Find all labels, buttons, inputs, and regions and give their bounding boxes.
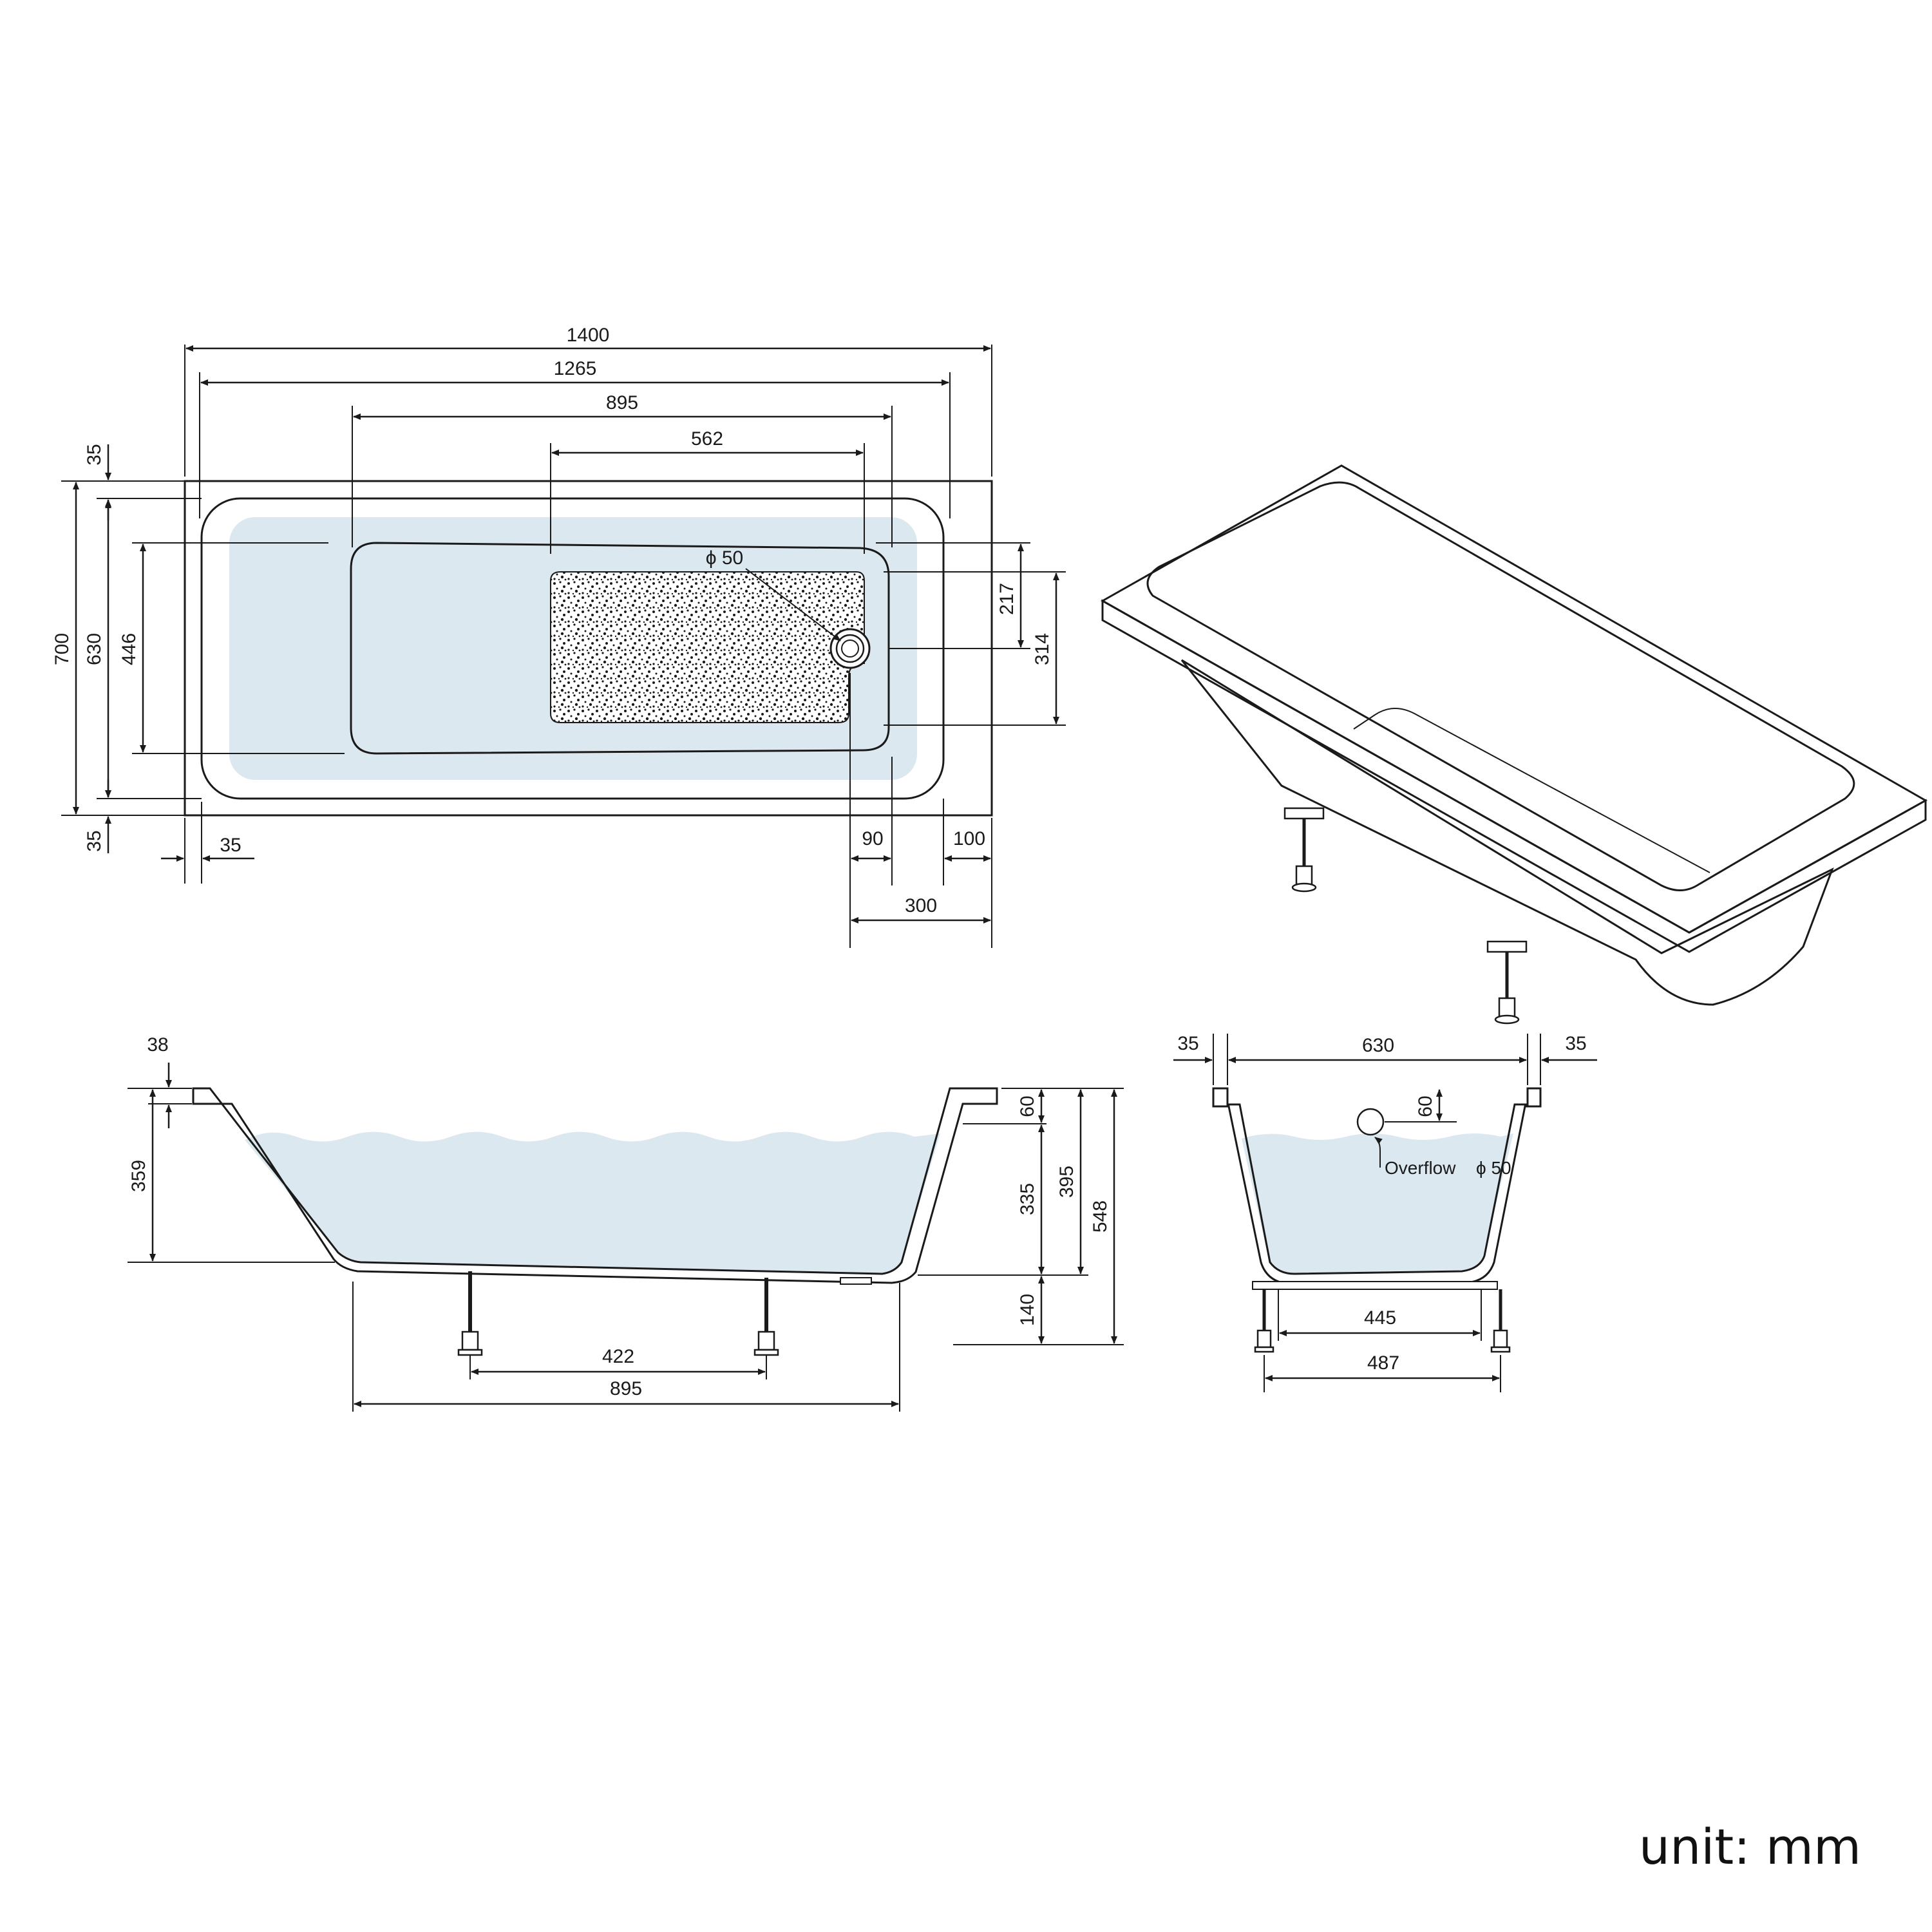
dim-end-leg-spacing: 487 bbox=[1367, 1352, 1399, 1374]
dim-rim-top: 35 bbox=[84, 444, 105, 465]
overflow-diameter: ϕ 50 bbox=[1476, 1158, 1511, 1178]
dim-floor-width: 446 bbox=[118, 633, 140, 665]
side-section: 359 38 60 335 140 395 548 422 895 bbox=[128, 1034, 1124, 1412]
end-tub-body bbox=[1212, 1087, 1542, 1285]
dim-end-overflow-from-top: 60 bbox=[1415, 1095, 1436, 1117]
iso-floor bbox=[1353, 708, 1710, 873]
dim-floor-length: 895 bbox=[606, 392, 638, 413]
overflow-label: Overflow bbox=[1385, 1158, 1456, 1178]
dim-end-floor-width: 445 bbox=[1364, 1307, 1396, 1329]
dim-rim-bottom: 35 bbox=[84, 830, 105, 851]
dim-inner-depth-left: 359 bbox=[128, 1160, 149, 1192]
dim-drain-to-end: 300 bbox=[905, 895, 937, 916]
iso-tub-body bbox=[1180, 659, 1834, 1006]
dim-side-floor-length: 895 bbox=[610, 1378, 642, 1399]
side-leg-left-icon bbox=[457, 1271, 483, 1356]
unit-label: unit: mm bbox=[1639, 1818, 1861, 1875]
side-tub-body bbox=[192, 1087, 998, 1284]
drain-diameter-label: ϕ 50 bbox=[706, 547, 744, 569]
end-frame-rail bbox=[1252, 1281, 1498, 1290]
iso-rim-front bbox=[1101, 599, 1927, 953]
dim-end-rim-left: 35 bbox=[1177, 1033, 1198, 1054]
dim-leg-height: 140 bbox=[1017, 1294, 1038, 1326]
dim-floor-to-rim-end: 90 bbox=[862, 828, 883, 849]
end-section: Overflow ϕ 50 630 35 35 60 bbox=[1173, 1033, 1597, 1392]
dim-overall-height: 548 bbox=[1090, 1200, 1111, 1233]
dim-overflow-from-top: 60 bbox=[1017, 1095, 1038, 1117]
dim-inner-depth: 395 bbox=[1056, 1166, 1077, 1198]
dim-overall-length: 1400 bbox=[567, 325, 610, 346]
dim-drain-offset-b: 314 bbox=[1032, 633, 1053, 665]
dim-rim-thickness: 38 bbox=[147, 1034, 168, 1056]
dim-drain-offset-a: 217 bbox=[996, 583, 1018, 615]
iso-leg-left-icon bbox=[1283, 807, 1325, 893]
dim-leg-spacing: 422 bbox=[602, 1346, 634, 1367]
iso-inner-opening bbox=[1146, 481, 1855, 891]
dim-inner-width: 630 bbox=[84, 633, 105, 665]
dim-textured-length: 562 bbox=[691, 428, 723, 450]
dim-rim-left: 35 bbox=[220, 835, 241, 856]
end-leg-right-icon bbox=[1490, 1289, 1511, 1353]
plan-textured-area bbox=[550, 571, 865, 723]
dim-overall-width: 700 bbox=[52, 633, 73, 665]
plan-floor bbox=[350, 542, 890, 755]
end-leg-left-icon bbox=[1254, 1289, 1274, 1353]
dim-end-inner-width: 630 bbox=[1362, 1035, 1394, 1056]
dim-rim-inner-length: 1265 bbox=[554, 358, 597, 379]
dim-water-depth: 335 bbox=[1017, 1183, 1038, 1215]
dim-rim-end: 100 bbox=[953, 828, 985, 849]
plan-view: ϕ 50 1400 1265 895 562 700 630 446 bbox=[52, 325, 1066, 948]
overflow-icon bbox=[1356, 1108, 1385, 1136]
side-drain-fitting bbox=[840, 1277, 872, 1285]
dim-end-rim-right: 35 bbox=[1565, 1033, 1586, 1054]
side-leg-right-icon bbox=[753, 1278, 779, 1356]
end-water bbox=[1242, 1133, 1513, 1273]
drain-icon bbox=[829, 628, 871, 669]
isometric-view bbox=[1100, 464, 1928, 1025]
side-water bbox=[245, 1132, 940, 1274]
iso-leg-right-icon bbox=[1486, 940, 1528, 1025]
